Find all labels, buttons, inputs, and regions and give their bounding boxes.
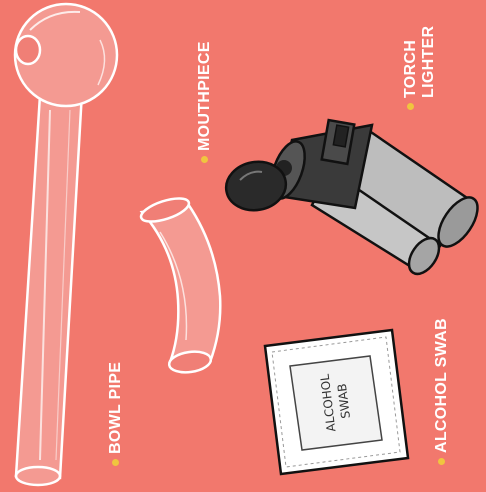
torch-lighter-image — [222, 120, 485, 279]
bullet-dot-icon — [438, 458, 445, 465]
mouthpiece-label: MOUTHPIECE — [196, 41, 214, 163]
bullet-dot-icon — [201, 156, 208, 163]
torch-label-line1: TORCH — [402, 40, 419, 98]
bowl-pipe-label: BOWL PIPE — [107, 362, 125, 466]
bowl-pipe-image — [15, 4, 117, 485]
torch-lighter-label: TORCH LIGHTER — [402, 26, 438, 110]
alcohol-swab-image: ALCOHOL SWAB — [265, 330, 408, 474]
mouthpiece-image — [138, 194, 220, 375]
torch-label-line2: LIGHTER — [420, 26, 437, 98]
alcohol-swab-label: ALCOHOL SWAB — [433, 318, 451, 465]
bullet-dot-icon — [407, 103, 414, 110]
bullet-dot-icon — [112, 459, 119, 466]
